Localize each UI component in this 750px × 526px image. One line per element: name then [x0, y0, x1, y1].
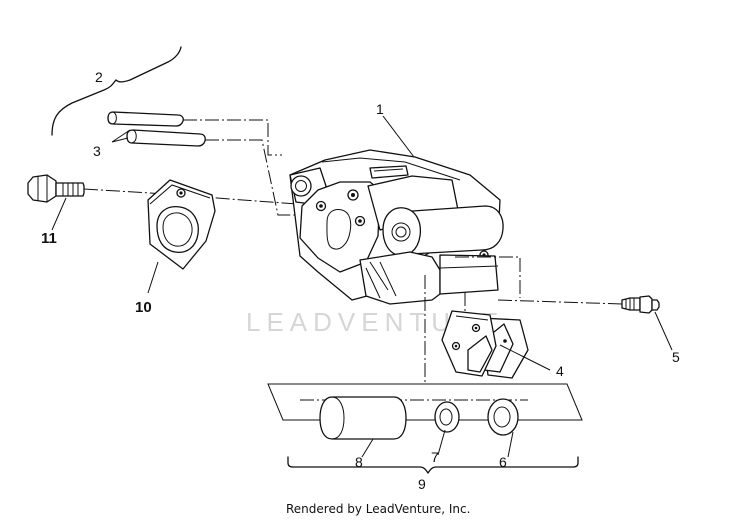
pin-lower-projection — [205, 139, 318, 216]
pin-upper-projection — [183, 119, 282, 156]
leader-1 — [382, 115, 415, 158]
mounting-plate — [147, 179, 216, 270]
bleeder-screw — [621, 295, 660, 314]
callout-2: 2 — [95, 69, 103, 85]
leader-11 — [51, 197, 67, 231]
bleeder-projection-b — [497, 299, 623, 305]
callout-5: 5 — [672, 349, 680, 365]
leader-8 — [361, 438, 374, 458]
piston — [319, 396, 407, 440]
callout-9: 9 — [418, 476, 426, 492]
callout-1: 1 — [376, 101, 384, 117]
brake-pad-front — [441, 310, 497, 377]
pin-upper — [107, 111, 184, 127]
leader-3 — [111, 129, 131, 143]
pin-lower — [126, 129, 206, 147]
caliper-body — [289, 149, 504, 305]
leader-4 — [499, 344, 551, 371]
bolt-projection — [83, 188, 311, 206]
brace-item-9 — [287, 456, 579, 474]
leader-6 — [507, 431, 514, 458]
callout-3: 3 — [93, 143, 101, 159]
callout-8: 8 — [355, 454, 363, 470]
bolt — [27, 174, 85, 203]
callout-10: 10 — [135, 299, 152, 316]
bleeder-projection-a — [455, 256, 521, 298]
callout-11: 11 — [41, 230, 57, 247]
leader-7 — [437, 429, 446, 456]
credit-text: Rendered by LeadVenture, Inc. — [286, 502, 470, 516]
leader-5 — [654, 311, 673, 351]
leader-10 — [147, 261, 159, 294]
callout-4: 4 — [556, 363, 564, 379]
brace-item-2 — [51, 46, 182, 136]
callout-7: 7 — [431, 449, 439, 465]
kit-plane — [267, 383, 583, 421]
piston-seal — [487, 398, 519, 436]
dust-seal — [434, 401, 460, 433]
callout-6: 6 — [499, 454, 507, 470]
